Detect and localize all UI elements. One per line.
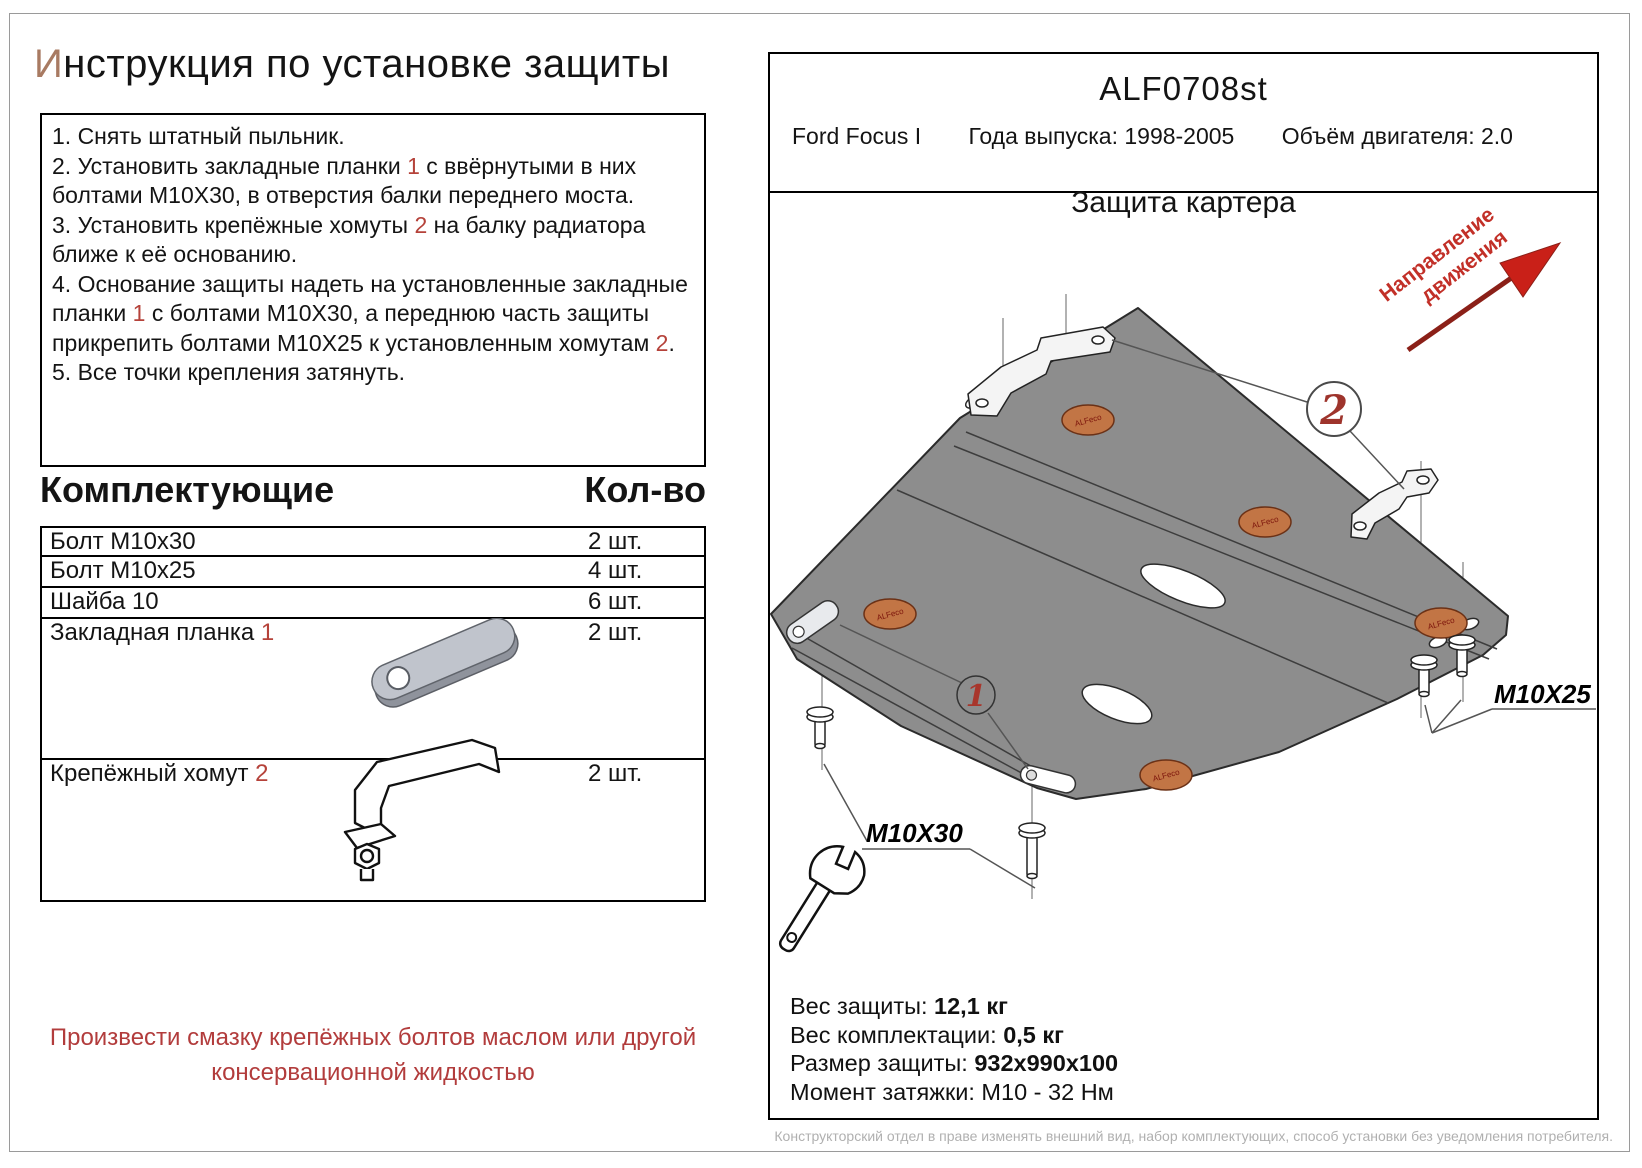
lubrication-warning: Произвести смазку крепёжных болтов масло… (40, 1020, 706, 1090)
instructions-box: 1. Снять штатный пыльник. 2. Установить з… (40, 113, 706, 467)
panel-header: ALF0708st Ford Focus I Года выпуска: 199… (770, 70, 1597, 193)
planka-floating (785, 599, 840, 645)
callout-1: 1 (956, 675, 996, 715)
title-rest: нструкция по установке защиты (63, 42, 670, 86)
page-border (9, 13, 1630, 1152)
instruction-step: 1. Снять штатный пыльник. (52, 123, 345, 149)
car-model: Ford Focus I (792, 123, 922, 149)
engine-volume: Объём двигателя: 2.0 (1281, 123, 1513, 149)
instruction-step: 4. Основание защиты надеть на установлен… (52, 270, 688, 356)
plate-fold-lines (791, 431, 1498, 789)
components-header-row: Комплектующие Кол-во (40, 468, 706, 511)
diagram-title: Защита картера (1071, 186, 1296, 219)
production-years: Года выпуска: 1998-2005 (968, 123, 1235, 149)
spec-row: Вес комплектации: 0,5 кг (790, 1021, 1064, 1048)
instruction-step: 5. Все точки крепления затянуть. (52, 359, 406, 385)
instruction-step: 3. Установить крепёжные хомуты 2 на балк… (52, 211, 646, 268)
svg-text:2: 2 (1319, 387, 1348, 434)
components-header: Комплектующие (40, 469, 335, 510)
homut-part-image (343, 738, 501, 882)
planka-installed (1019, 764, 1077, 794)
bolt-m10x25-right (1448, 634, 1476, 678)
product-panel: ALF0708st Ford Focus I Года выпуска: 199… (768, 52, 1599, 1120)
svg-text:1: 1 (966, 679, 987, 714)
instruction-step: 2. Установить закладные планки 1 с ввёрн… (52, 152, 637, 209)
panel-meta-row: Ford Focus I Года выпуска: 1998-2005 Объ… (770, 123, 1597, 150)
product-code: ALF0708st (1099, 70, 1268, 107)
spec-row: Момент затяжки: М10 - 32 Нм (790, 1078, 1114, 1105)
brand-badges: ALFeco ALFeco ALFeco ALFeco ALFeco (863, 404, 1468, 791)
planka-part-image (371, 618, 519, 708)
qty-header: Кол-во (584, 469, 706, 510)
title-first-letter: И (34, 42, 64, 86)
clamp-bracket-right (1350, 468, 1439, 540)
callout-2: 2 (1306, 381, 1362, 437)
warning-line-1: Произвести смазку крепёжных болтов масло… (49, 1024, 697, 1051)
warning-line-2: консервационной жидкостью (211, 1059, 535, 1086)
spec-row: Размер защиты: 932x990x100 (790, 1050, 1119, 1076)
spec-row: Вес защиты: 12,1 кг (790, 993, 1008, 1019)
disclaimer: Конструкторский отдел в праве изменять в… (774, 1128, 1613, 1144)
wrench-icon (778, 845, 866, 953)
clamp-bracket-top (967, 326, 1116, 417)
bolt-m10x30-left (806, 706, 834, 750)
leader-lines (823, 339, 1596, 889)
bolt-m10x25-left (1410, 654, 1438, 698)
skid-plate-diagram: Направление движения (770, 201, 1596, 953)
bolt-m10x30-center (1018, 822, 1046, 880)
label-m10x25: M10X25 (1494, 679, 1591, 709)
skid-plate-shape (770, 307, 1509, 800)
label-m10x30: M10X30 (866, 818, 963, 848)
page-title: Инструкция по установке защиты (34, 42, 670, 87)
direction-arrow: Направление движения (1373, 201, 1562, 353)
